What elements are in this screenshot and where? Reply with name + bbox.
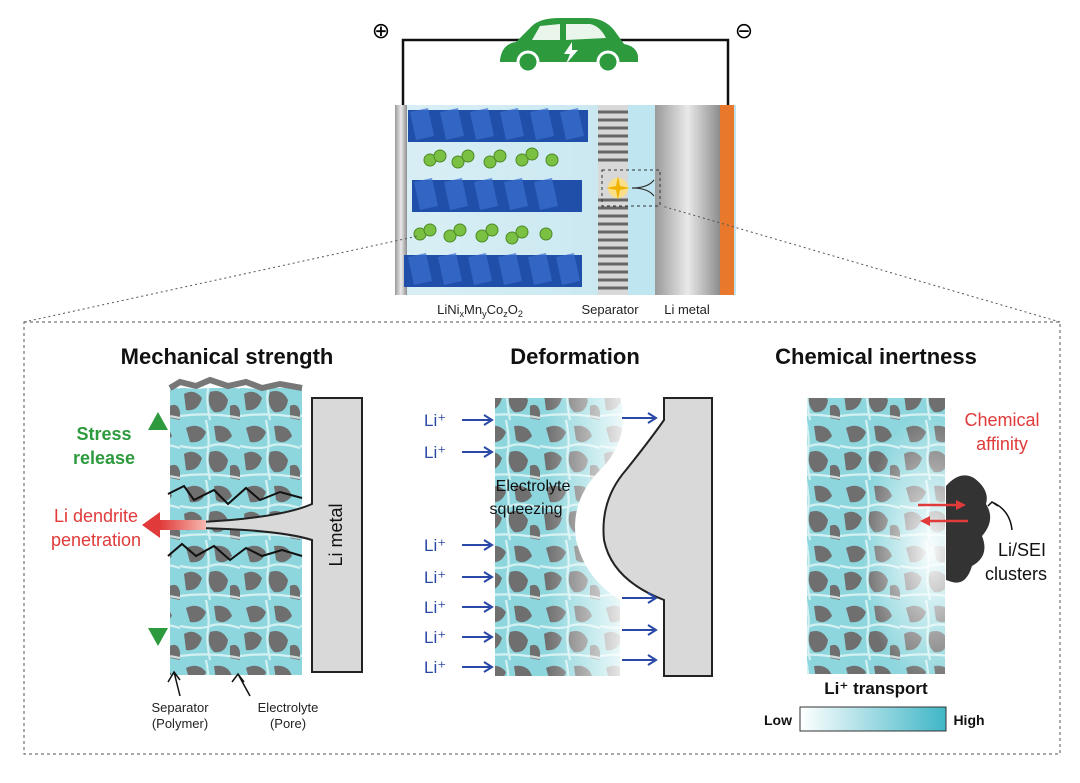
li-ion-arrow-icon — [462, 539, 494, 551]
separator-label: Separator — [581, 302, 639, 317]
li-sei-cluster-icon — [946, 475, 991, 583]
anode-current-collector — [720, 105, 734, 295]
li-ion-label: Li⁺ — [424, 443, 446, 462]
zoom-frame — [23, 321, 1061, 755]
dendrite-label-2: penetration — [51, 530, 141, 550]
cathode-layers — [404, 108, 588, 287]
panel-title-chemical: Chemical inertness — [775, 344, 977, 369]
cathode-label: LiNixMnyCozO2 — [437, 302, 523, 319]
li-ion-label: Li⁺ — [424, 598, 446, 617]
li-ion-label: Li⁺ — [424, 536, 446, 555]
low-label: Low — [764, 712, 792, 728]
affinity-label-2: affinity — [976, 434, 1028, 454]
dendrite-label-1: Li dendrite — [54, 506, 138, 526]
transport-label: Li⁺ transport — [824, 679, 928, 698]
li-ion-label: Li⁺ — [424, 568, 446, 587]
lithium-ions — [413, 147, 559, 245]
li-ion-arrow-icon — [462, 661, 494, 673]
li-ion-exit-arrow-icon — [622, 592, 658, 604]
li-ion-exit-arrow-icon — [622, 412, 658, 424]
panel-deformation: Deformation Electrolyte squeezing Li⁺Li⁺… — [424, 344, 713, 677]
li-ion-arrow-icon — [462, 446, 494, 458]
li-metal-label: Li metal — [664, 302, 710, 317]
li-ion-arrow-icon — [462, 601, 494, 613]
dendrite-penetration-arrow-icon — [142, 512, 206, 538]
li-ion-exit-arrow-icon — [622, 624, 658, 636]
panel-mechanical-strength: Mechanical strength Li metal Stress rele… — [51, 344, 363, 731]
affinity-arrows-icon — [918, 500, 968, 526]
electrolyte-pore-label-1: Electrolyte — [258, 700, 319, 715]
stress-release-arrows-icon — [148, 412, 168, 646]
panel-chemical-inertness: Chemical inertness Chemical affinity Li/… — [764, 344, 1047, 732]
separator-polymer-label-1: Separator — [151, 700, 209, 715]
clusters-label-2: clusters — [985, 564, 1047, 584]
li-ion-arrow-icon — [462, 414, 494, 426]
separator-layer — [598, 105, 628, 295]
li-ion-label: Li⁺ — [424, 411, 446, 430]
panel-title-mechanical: Mechanical strength — [121, 344, 334, 369]
li-ion-exit-arrow-icon — [622, 654, 658, 666]
clusters-label-1: Li/SEI — [998, 540, 1046, 560]
panel-title-deformation: Deformation — [510, 344, 640, 369]
positive-terminal-icon: ⊕ — [372, 18, 390, 43]
squeeze-label-2: squeezing — [490, 501, 563, 518]
cathode-current-collector — [395, 105, 407, 295]
li-ion-arrow-icon — [462, 571, 494, 583]
li-ion-arrows: Li⁺ Li⁺ Li⁺ Li⁺ Li⁺ Li⁺ Li⁺ — [424, 411, 658, 677]
dendrite-spark-icon — [601, 169, 661, 207]
electrolyte-pore-label-2: (Pore) — [270, 716, 306, 731]
li-ion-label: Li⁺ — [424, 658, 446, 677]
separator-polymer-label-2: (Polymer) — [152, 716, 208, 731]
li-metal-anode — [655, 105, 720, 295]
affinity-label-1: Chemical — [964, 410, 1039, 430]
li-ion-arrow-icon — [462, 631, 494, 643]
electric-car-icon — [500, 18, 638, 74]
negative-terminal-icon: ⊖ — [735, 18, 753, 43]
li-metal-text: Li metal — [326, 503, 346, 566]
stress-label-1: Stress — [76, 424, 131, 444]
battery-illustration: ⊕ ⊖ — [23, 18, 1061, 323]
zoom-lines — [23, 205, 1061, 323]
high-label: High — [953, 712, 984, 728]
transport-gradient-bar — [799, 706, 947, 732]
li-ion-label: Li⁺ — [424, 628, 446, 647]
stress-label-2: release — [73, 448, 135, 468]
squeeze-label-1: Electrolyte — [496, 478, 571, 495]
